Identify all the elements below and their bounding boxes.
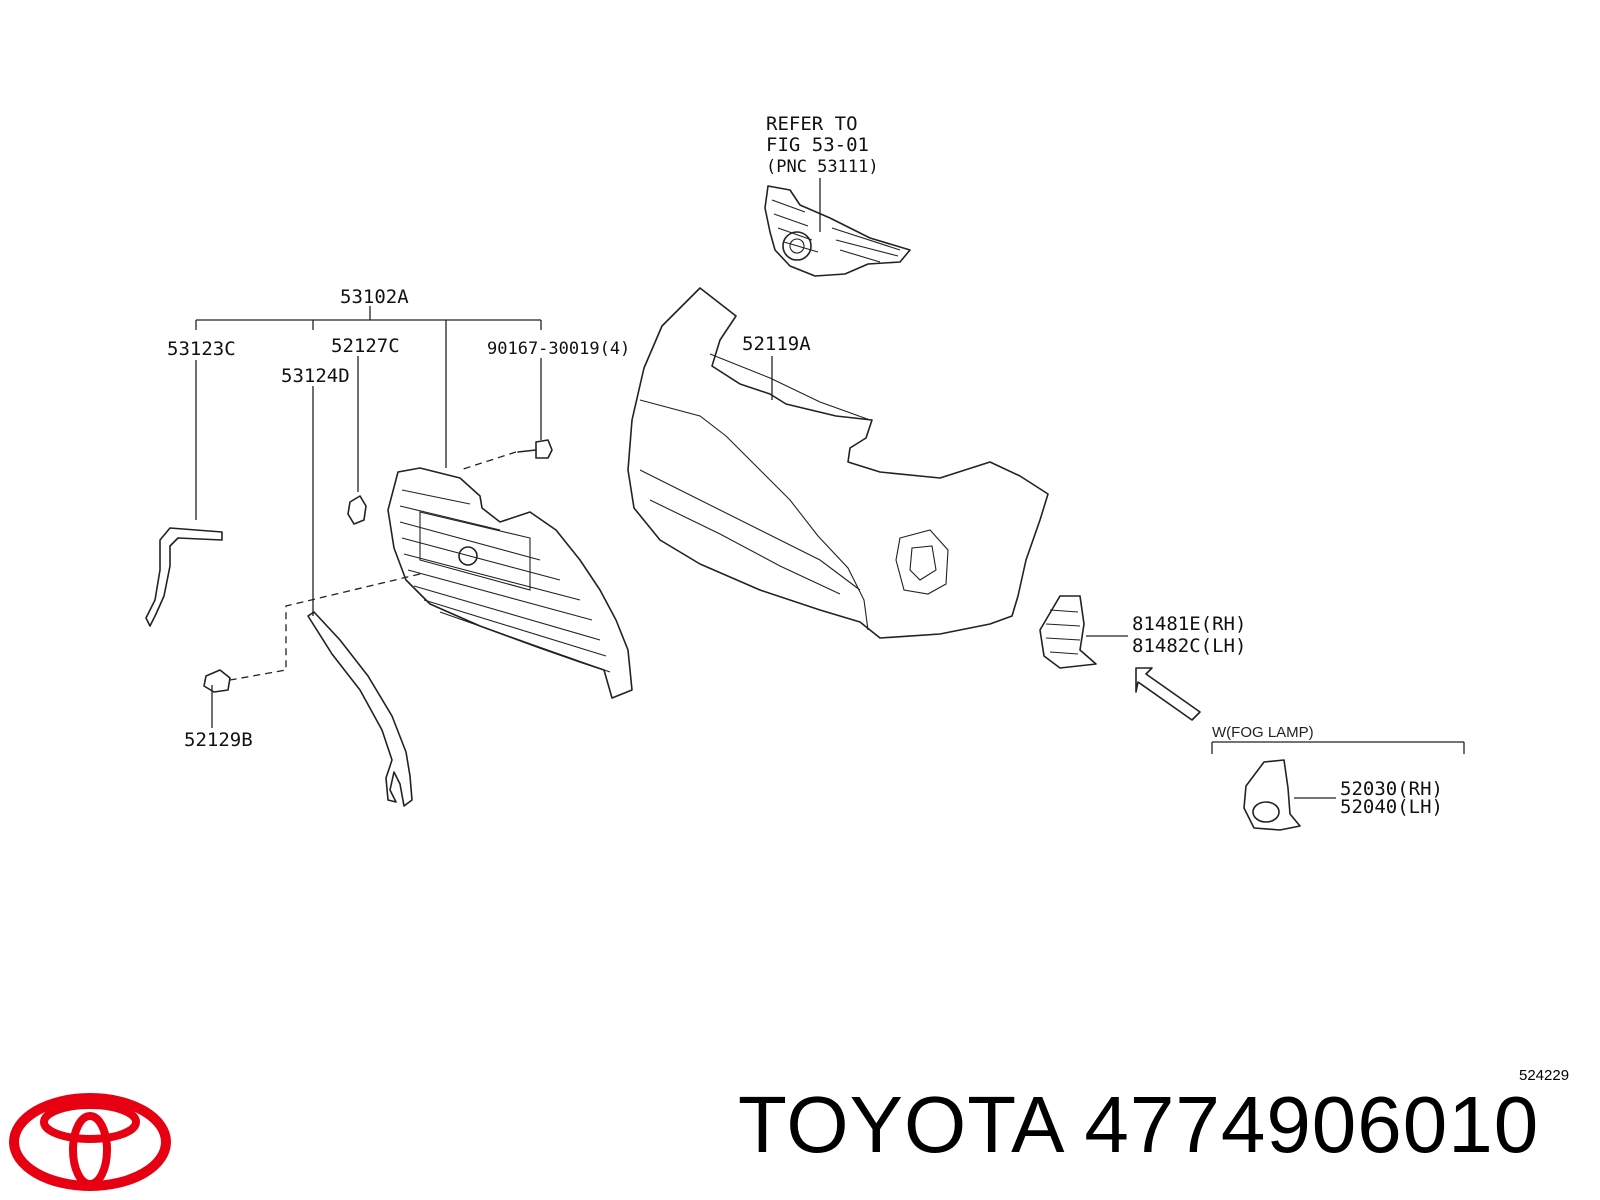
screw-drawing: [517, 439, 553, 459]
upper-grille-drawing: [764, 185, 911, 277]
callout-81482C: 81482C(LH): [1132, 635, 1246, 657]
refer-note-line1: REFER TO: [766, 113, 858, 135]
figure-code: 524229: [1519, 1067, 1570, 1084]
fog-cover-drawing: [1039, 595, 1097, 669]
toyota-logo-icon: [9, 1093, 171, 1191]
brand-part-title: TOYOTA 4774906010: [738, 1085, 1539, 1165]
callout-52129B: 52129B: [184, 729, 253, 751]
callout-52030: 52030(RH): [1340, 778, 1443, 800]
direction-arrow-icon: [1135, 667, 1201, 721]
option-fog-lamp: W(FOG LAMP): [1212, 724, 1314, 741]
molding-upper-drawing: [145, 527, 223, 627]
callout-52119A: 52119A: [742, 333, 811, 355]
refer-note-line2: FIG 53-01: [766, 134, 869, 156]
part-number: 4774906010: [1084, 1080, 1540, 1169]
callout-53102A: 53102A: [340, 286, 409, 308]
lower-grille-drawing: [387, 467, 633, 699]
callout-53123C: 53123C: [167, 338, 236, 360]
refer-note-line3: (PNC 53111): [766, 157, 879, 177]
callout-53124D: 53124D: [281, 365, 350, 387]
callout-81481E: 81481E(RH): [1132, 613, 1246, 635]
callout-90167-30019: 90167-30019(4): [487, 339, 630, 359]
callout-52127C: 52127C: [331, 335, 400, 357]
plug-drawing: [203, 669, 231, 693]
retainer-clip-drawing: [347, 495, 367, 525]
molding-lower-drawing: [307, 611, 413, 807]
callout-52040: 52040(LH): [1340, 796, 1443, 818]
front-bumper-drawing: [627, 287, 1049, 639]
brand-name: TOYOTA: [738, 1080, 1062, 1169]
fog-bezel-drawing: [1243, 759, 1301, 831]
